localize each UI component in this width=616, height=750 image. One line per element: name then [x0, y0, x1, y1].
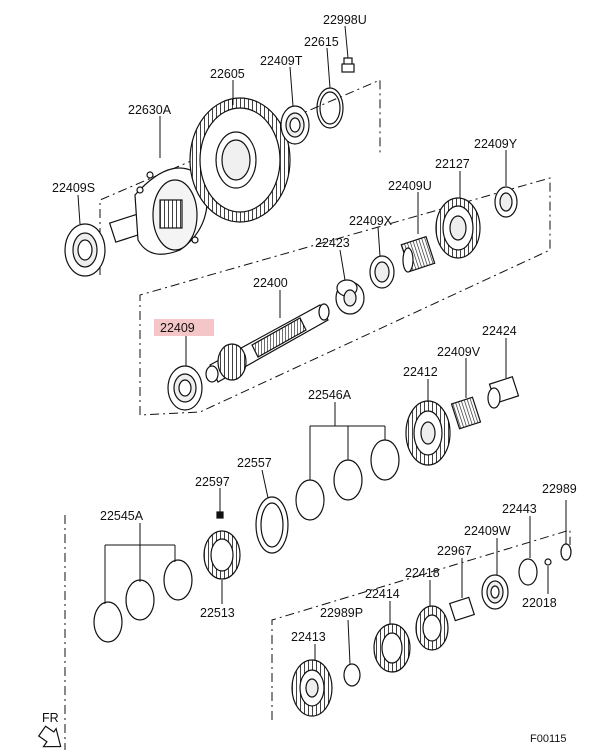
label-22424[interactable]: 22424: [482, 324, 517, 338]
bearing-22409S[interactable]: [64, 223, 106, 277]
output-shaft-group-boundary: [139, 177, 551, 416]
front-arrow-icon: [37, 725, 62, 748]
label-22414[interactable]: 22414: [365, 587, 400, 601]
label-22546A[interactable]: 22546A: [308, 388, 352, 402]
differential-case-22630A[interactable]: [108, 167, 208, 255]
label-22998U[interactable]: 22998U: [323, 13, 367, 27]
label-22409S[interactable]: 22409S: [52, 181, 95, 195]
label-22513[interactable]: 22513: [200, 606, 235, 620]
label-22409W[interactable]: 22409W: [464, 524, 511, 538]
bearing-22409T[interactable]: [280, 105, 310, 145]
sleeve-22557[interactable]: [255, 496, 289, 554]
shim-22615[interactable]: [316, 87, 344, 129]
label-22423[interactable]: 22423: [315, 236, 350, 250]
sleeve-22424[interactable]: [487, 376, 520, 409]
label-22605[interactable]: 22605: [210, 67, 245, 81]
mid-gear-group: [93, 376, 520, 643]
label-22989P[interactable]: 22989P: [320, 606, 363, 620]
bearing-22409[interactable]: [167, 365, 203, 411]
label-22018[interactable]: 22018: [522, 596, 557, 610]
sleeve-22423[interactable]: [335, 279, 365, 315]
hub-22513[interactable]: [203, 530, 241, 580]
gear-22414[interactable]: [373, 623, 411, 673]
front-direction-indicator: FR: [37, 711, 62, 748]
leader-lines: [77, 25, 567, 665]
bearing-22409W[interactable]: [481, 574, 509, 610]
direction-label: FR: [42, 711, 59, 725]
label-22418[interactable]: 22418: [405, 566, 440, 580]
output-shaft-assembly: [167, 186, 518, 411]
snap-ring-22989[interactable]: [560, 543, 572, 561]
differential-assembly: [64, 57, 355, 277]
gear-22418[interactable]: [415, 605, 449, 651]
label-22409T[interactable]: 22409T: [260, 54, 303, 68]
gear-22127[interactable]: [435, 197, 481, 259]
lower-gear-group: [291, 543, 572, 717]
secondary-group-boundary: [271, 529, 571, 720]
group-boundaries: [64, 79, 571, 750]
label-22989[interactable]: 22989: [542, 482, 577, 496]
bearing-22409X[interactable]: [369, 255, 395, 289]
label-22557[interactable]: 22557: [237, 456, 272, 470]
gear-22412[interactable]: [405, 400, 451, 466]
shim-22443[interactable]: [518, 558, 538, 586]
label-22127[interactable]: 22127: [435, 157, 470, 171]
label-22443[interactable]: 22443: [502, 502, 537, 516]
ring-gear-22605[interactable]: [189, 97, 291, 223]
label-22615[interactable]: 22615: [304, 35, 339, 49]
ball-22018[interactable]: [544, 558, 552, 566]
label-22409[interactable]: 22409: [160, 321, 195, 335]
label-22400[interactable]: 22400: [253, 276, 288, 290]
collar-22967[interactable]: [448, 596, 476, 622]
label-22409Y[interactable]: 22409Y: [474, 137, 518, 151]
snap-ring-22989P[interactable]: [343, 663, 361, 687]
spring-22597[interactable]: [216, 511, 224, 519]
part-labels: 22998U 22615 22605 22409T 22630A 22409S …: [52, 13, 577, 644]
needle-bearing-22409V[interactable]: [450, 396, 482, 430]
label-22409V[interactable]: 22409V: [437, 345, 481, 359]
label-22597[interactable]: 22597: [195, 475, 230, 489]
label-22967[interactable]: 22967: [437, 544, 472, 558]
gear-22413[interactable]: [291, 659, 333, 717]
label-22409U[interactable]: 22409U: [388, 179, 432, 193]
bolt-22998U[interactable]: [341, 57, 355, 73]
needle-bearing-22409U[interactable]: [400, 235, 436, 273]
label-22409X[interactable]: 22409X: [349, 214, 393, 228]
label-22545A[interactable]: 22545A: [100, 509, 144, 523]
synchro-ring-22545A[interactable]: [93, 559, 193, 643]
bearing-22409Y[interactable]: [494, 186, 518, 218]
shaft-22400[interactable]: [205, 303, 330, 383]
label-22413[interactable]: 22413: [291, 630, 326, 644]
label-22412[interactable]: 22412: [403, 365, 438, 379]
highlight-22409: [154, 319, 214, 336]
label-22630A[interactable]: 22630A: [128, 103, 172, 117]
figure-code: F00115: [530, 733, 567, 745]
